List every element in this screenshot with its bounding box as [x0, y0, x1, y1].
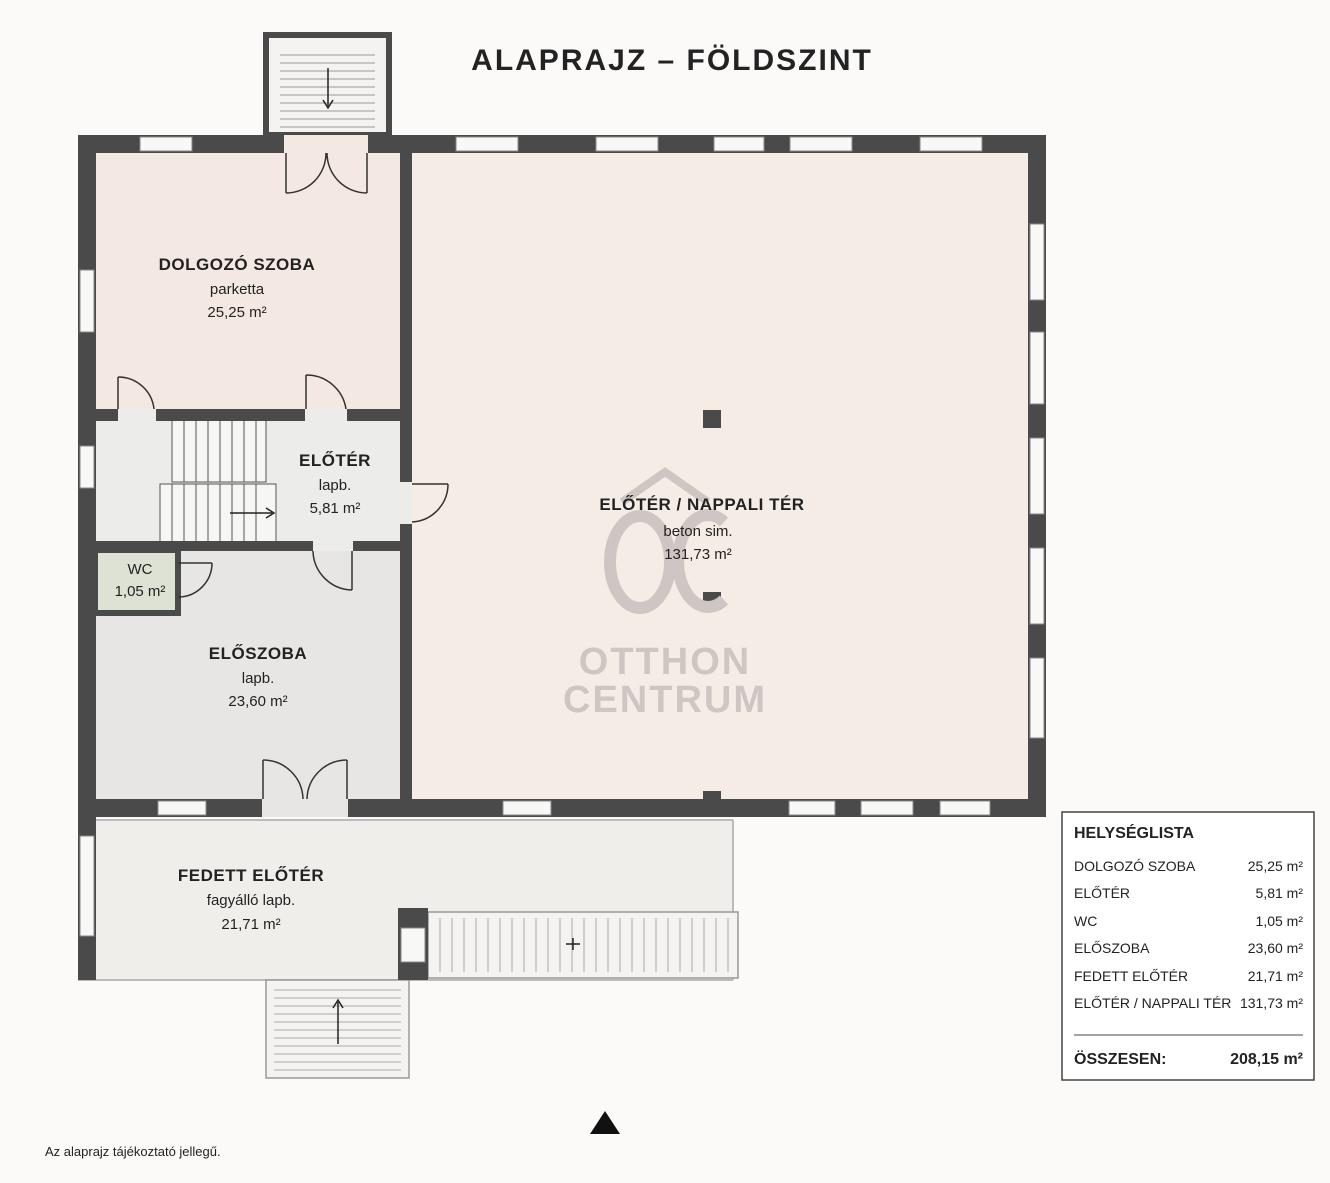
- room-area: 1,05 m²: [115, 583, 166, 600]
- legend-item-area: 5,81 m²: [1256, 885, 1304, 901]
- legend-total-value: 208,15 m²: [1230, 1051, 1303, 1068]
- room-nappali: [412, 152, 1029, 799]
- top-stair: [263, 32, 392, 138]
- room-name: ELŐTÉR / NAPPALI TÉR: [599, 495, 804, 514]
- north-arrow-icon: [590, 1111, 620, 1134]
- legend-item-name: ELŐTÉR: [1074, 885, 1130, 901]
- legend-item-area: 1,05 m²: [1256, 913, 1304, 929]
- legend-item-name: WC: [1074, 913, 1097, 929]
- label-eloter: ELŐTÉR lapb. 5,81 m²: [299, 451, 371, 517]
- door-swings: [117, 152, 449, 800]
- watermark-line1: OTTHON: [579, 641, 751, 683]
- door-openings-3: [262, 799, 348, 817]
- room-name: WC: [128, 561, 153, 578]
- otthon-centrum-logo: OTTHON CENTRUM: [563, 467, 767, 721]
- legend-total-label: ÖSSZESEN:: [1074, 1049, 1166, 1068]
- room-floor: beton sim.: [663, 523, 732, 540]
- bottom-stair: [265, 979, 410, 1079]
- room-name: FEDETT ELŐTÉR: [178, 866, 324, 885]
- room-area: 21,71 m²: [221, 916, 280, 933]
- room-floor: lapb.: [242, 670, 275, 687]
- room-floor: fagyálló lapb.: [207, 892, 295, 909]
- room-list-legend: HELYSÉGLISTA DOLGOZÓ SZOBA 25,25 m² ELŐT…: [1061, 811, 1315, 1081]
- room-wc: [92, 547, 181, 616]
- internal-stair: [159, 419, 277, 543]
- label-dolgozo-szoba: DOLGOZÓ SZOBA parketta 25,25 m²: [159, 255, 316, 321]
- legend-item-name: DOLGOZÓ SZOBA: [1074, 858, 1196, 874]
- room-area: 5,81 m²: [310, 500, 361, 517]
- label-eloszoba: ELŐSZOBA lapb. 23,60 m²: [209, 644, 307, 710]
- side-stair: [427, 911, 739, 979]
- legend-item-area: 131,73 m²: [1240, 995, 1303, 1011]
- footnote: Az alaprajz tájékoztató jellegű.: [45, 1144, 221, 1159]
- watermark-line2: CENTRUM: [563, 679, 767, 721]
- legend-item-area: 23,60 m²: [1248, 940, 1304, 956]
- legend-item-name: ELŐTÉR / NAPPALI TÉR: [1074, 995, 1231, 1011]
- room-dolgozo-szoba: [95, 152, 402, 412]
- label-nappali: ELŐTÉR / NAPPALI TÉR beton sim. 131,73 m…: [599, 495, 804, 563]
- label-wc: WC 1,05 m²: [115, 561, 166, 600]
- room-area: 23,60 m²: [228, 693, 287, 710]
- room-name: DOLGOZÓ SZOBA: [159, 255, 316, 274]
- legend-item-area: 21,71 m²: [1248, 968, 1304, 984]
- door-openings: [284, 135, 368, 153]
- label-fedett-eloter: FEDETT ELŐTÉR fagyálló lapb. 21,71 m²: [178, 866, 324, 933]
- legend-item-name: FEDETT ELŐTÉR: [1074, 968, 1188, 984]
- legend-item-area: 25,25 m²: [1248, 858, 1304, 874]
- door-openings-2: [118, 409, 412, 551]
- page-title: ALAPRAJZ – FÖLDSZINT: [471, 44, 873, 77]
- legend-item-name: ELŐSZOBA: [1074, 940, 1150, 956]
- room-floor: lapb.: [319, 477, 352, 494]
- room-name: ELŐTÉR: [299, 451, 371, 470]
- room-floor: parketta: [210, 281, 265, 298]
- legend-title: HELYSÉGLISTA: [1074, 823, 1194, 842]
- room-area: 131,73 m²: [664, 546, 732, 563]
- room-area: 25,25 m²: [207, 304, 266, 321]
- windows: [79, 136, 1045, 963]
- room-name: ELŐSZOBA: [209, 644, 307, 663]
